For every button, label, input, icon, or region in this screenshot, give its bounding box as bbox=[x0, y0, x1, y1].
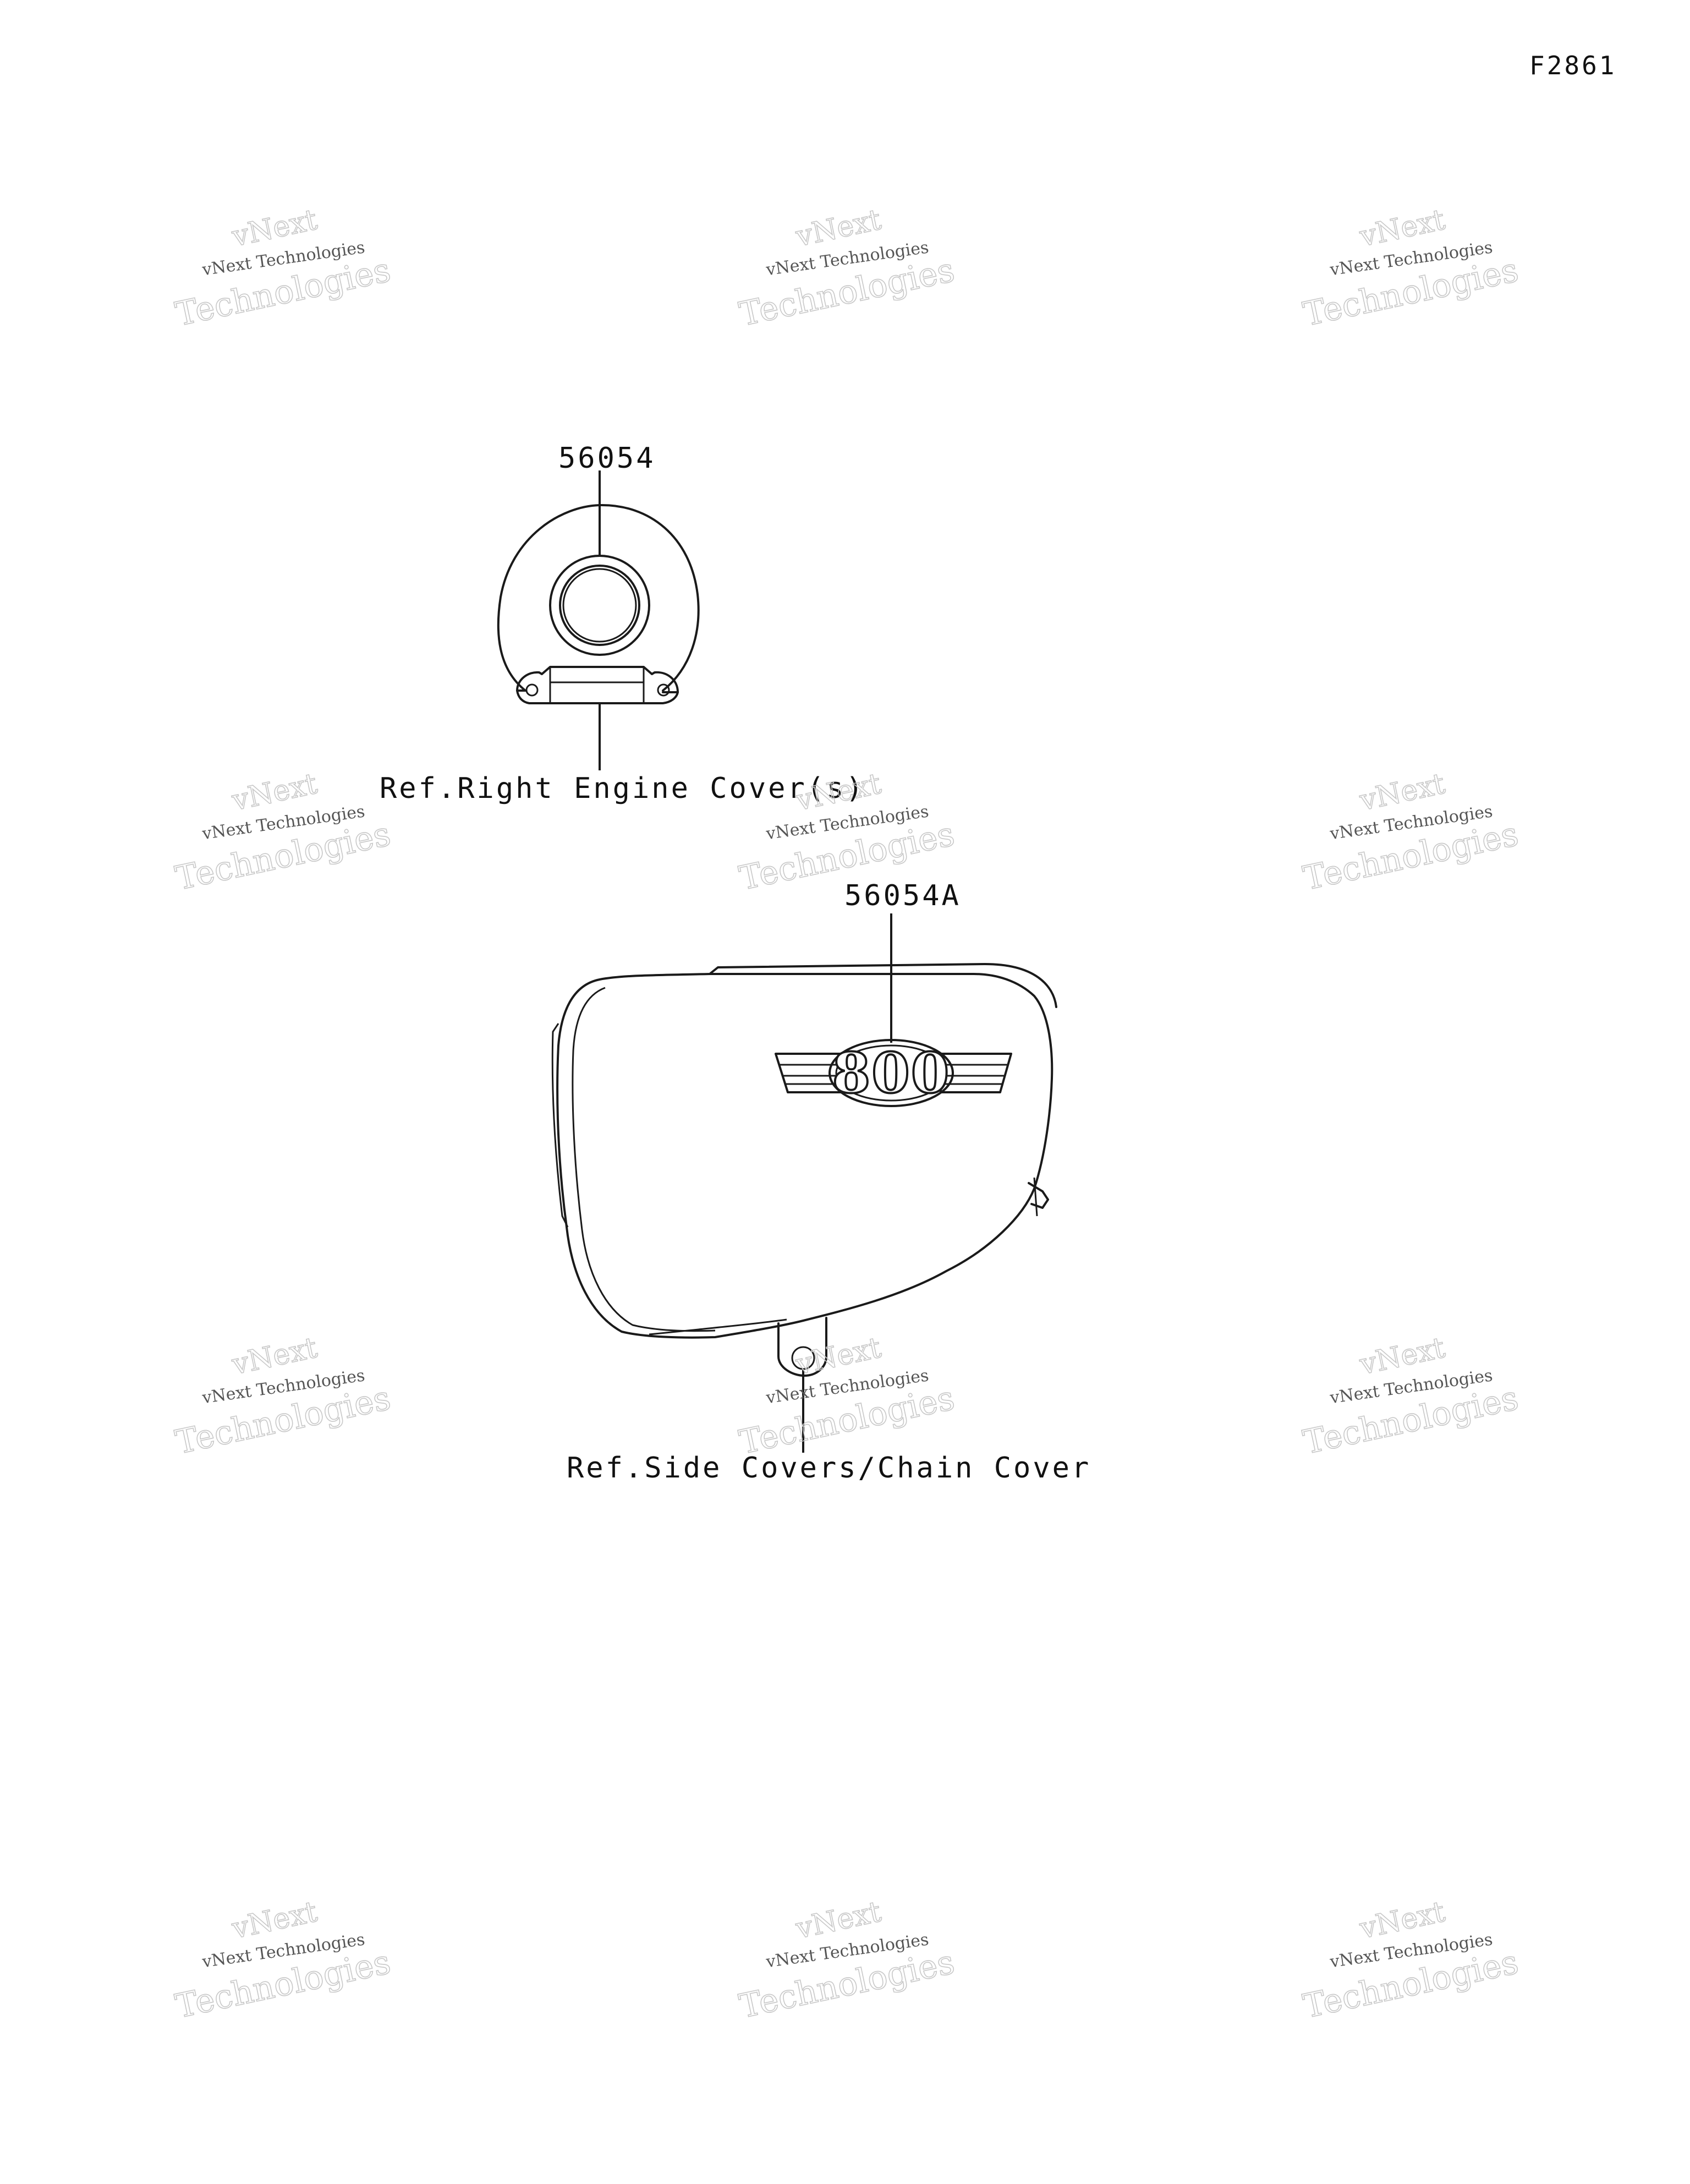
part-label-56054A[interactable]: 56054A bbox=[844, 879, 961, 912]
watermark-r1c2: vNext vNext Technologies Technologies bbox=[736, 203, 958, 335]
watermark-r1c1: vNext vNext Technologies Technologies bbox=[172, 203, 394, 335]
watermark-r2c1: vNext vNext Technologies Technologies bbox=[172, 767, 394, 899]
part-label-56054[interactable]: 56054 bbox=[558, 442, 656, 475]
watermark-r2c3: vNext vNext Technologies Technologies bbox=[1299, 767, 1522, 899]
watermark-r3c2: vNext vNext Technologies Technologies bbox=[736, 1331, 958, 1463]
watermark-r4c1: vNext vNext Technologies Technologies bbox=[172, 1895, 394, 2027]
mount-hole-right bbox=[657, 683, 670, 697]
emblem-outer-ring bbox=[549, 555, 650, 656]
figure-code: F2861 bbox=[1529, 51, 1616, 80]
badge-text: 800 bbox=[832, 1041, 951, 1105]
engine-cover-emblem[interactable] bbox=[497, 503, 700, 704]
ref-side-covers-label[interactable]: Ref.Side Covers/Chain Cover bbox=[567, 1452, 1091, 1485]
mount-hole-left bbox=[525, 683, 539, 697]
side-cover-mount-hole bbox=[791, 1346, 815, 1370]
watermark-r3c1: vNext vNext Technologies Technologies bbox=[172, 1331, 394, 1463]
ref-engine-cover-label[interactable]: Ref.Right Engine Cover(s) bbox=[380, 772, 865, 805]
side-cover[interactable] bbox=[551, 963, 1057, 1377]
badge-800[interactable]: 800 bbox=[775, 1039, 1012, 1107]
watermark-r3c3: vNext vNext Technologies Technologies bbox=[1299, 1331, 1522, 1463]
watermark-r4c2: vNext vNext Technologies Technologies bbox=[736, 1895, 958, 2027]
watermark-r1c3: vNext vNext Technologies Technologies bbox=[1299, 203, 1522, 335]
emblem-inner-ring bbox=[559, 565, 640, 646]
watermark-r4c3: vNext vNext Technologies Technologies bbox=[1299, 1895, 1522, 2027]
